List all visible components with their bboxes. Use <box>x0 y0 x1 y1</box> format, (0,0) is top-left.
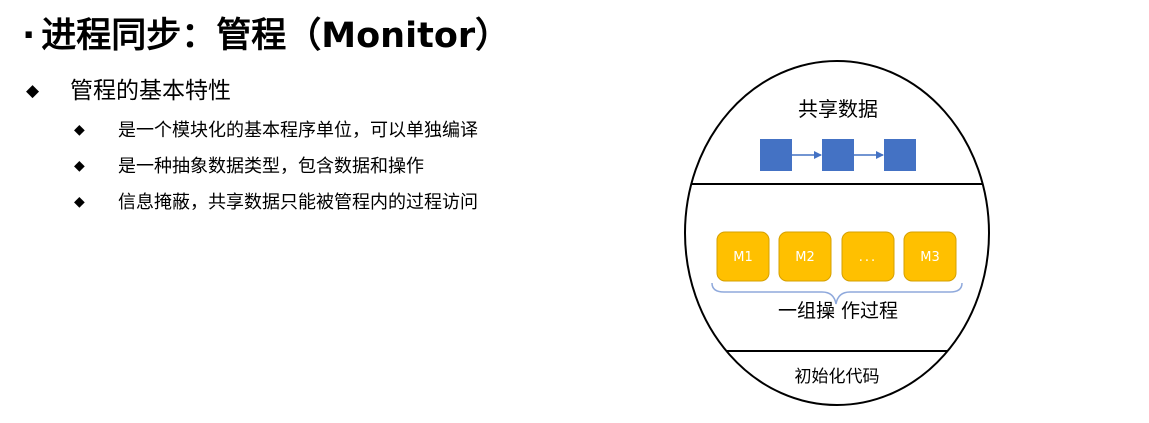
operation-label: M2 <box>795 250 815 265</box>
operations-label: 一组操 作过程 <box>778 300 898 322</box>
operation-box: ... <box>841 231 895 282</box>
list-item: ◆ 是一种抽象数据类型，包含数据和操作 <box>74 154 424 179</box>
operation-box: M1 <box>716 231 770 282</box>
list-item: ◆ 是一个模块化的基本程序单位，可以单独编译 <box>74 118 478 143</box>
list-item-text: 是一个模块化的基本程序单位，可以单独编译 <box>118 120 478 141</box>
title-text: 进程同步：管程（Monitor） <box>41 16 511 56</box>
data-block <box>822 139 854 171</box>
brace-icon <box>711 282 963 305</box>
list-item-text: 信息掩蔽，共享数据只能被管程内的过程访问 <box>118 192 478 213</box>
operation-box: M2 <box>778 231 832 282</box>
operation-label: M3 <box>920 250 940 265</box>
data-block <box>884 139 916 171</box>
list-item: ◆ 信息掩蔽，共享数据只能被管程内的过程访问 <box>74 190 478 215</box>
title-bullet: · <box>22 16 36 56</box>
diamond-bullet-icon: ◆ <box>26 81 40 101</box>
data-block <box>760 139 792 171</box>
heading-text: 管程的基本特性 <box>70 78 231 104</box>
init-code-label: 初始化代码 <box>795 367 880 387</box>
list-item-text: 是一种抽象数据类型，包含数据和操作 <box>118 156 424 177</box>
heading-item: ◆ 管程的基本特性 <box>26 76 231 106</box>
page-title: ·进程同步：管程（Monitor） <box>22 12 510 60</box>
operation-box: M3 <box>903 231 957 282</box>
diamond-bullet-icon: ◆ <box>74 194 85 210</box>
operation-label: ... <box>859 250 877 265</box>
operation-label: M1 <box>733 250 753 265</box>
diamond-bullet-icon: ◆ <box>74 122 85 138</box>
shared-data-label: 共享数据 <box>798 97 878 121</box>
diamond-bullet-icon: ◆ <box>74 158 85 174</box>
